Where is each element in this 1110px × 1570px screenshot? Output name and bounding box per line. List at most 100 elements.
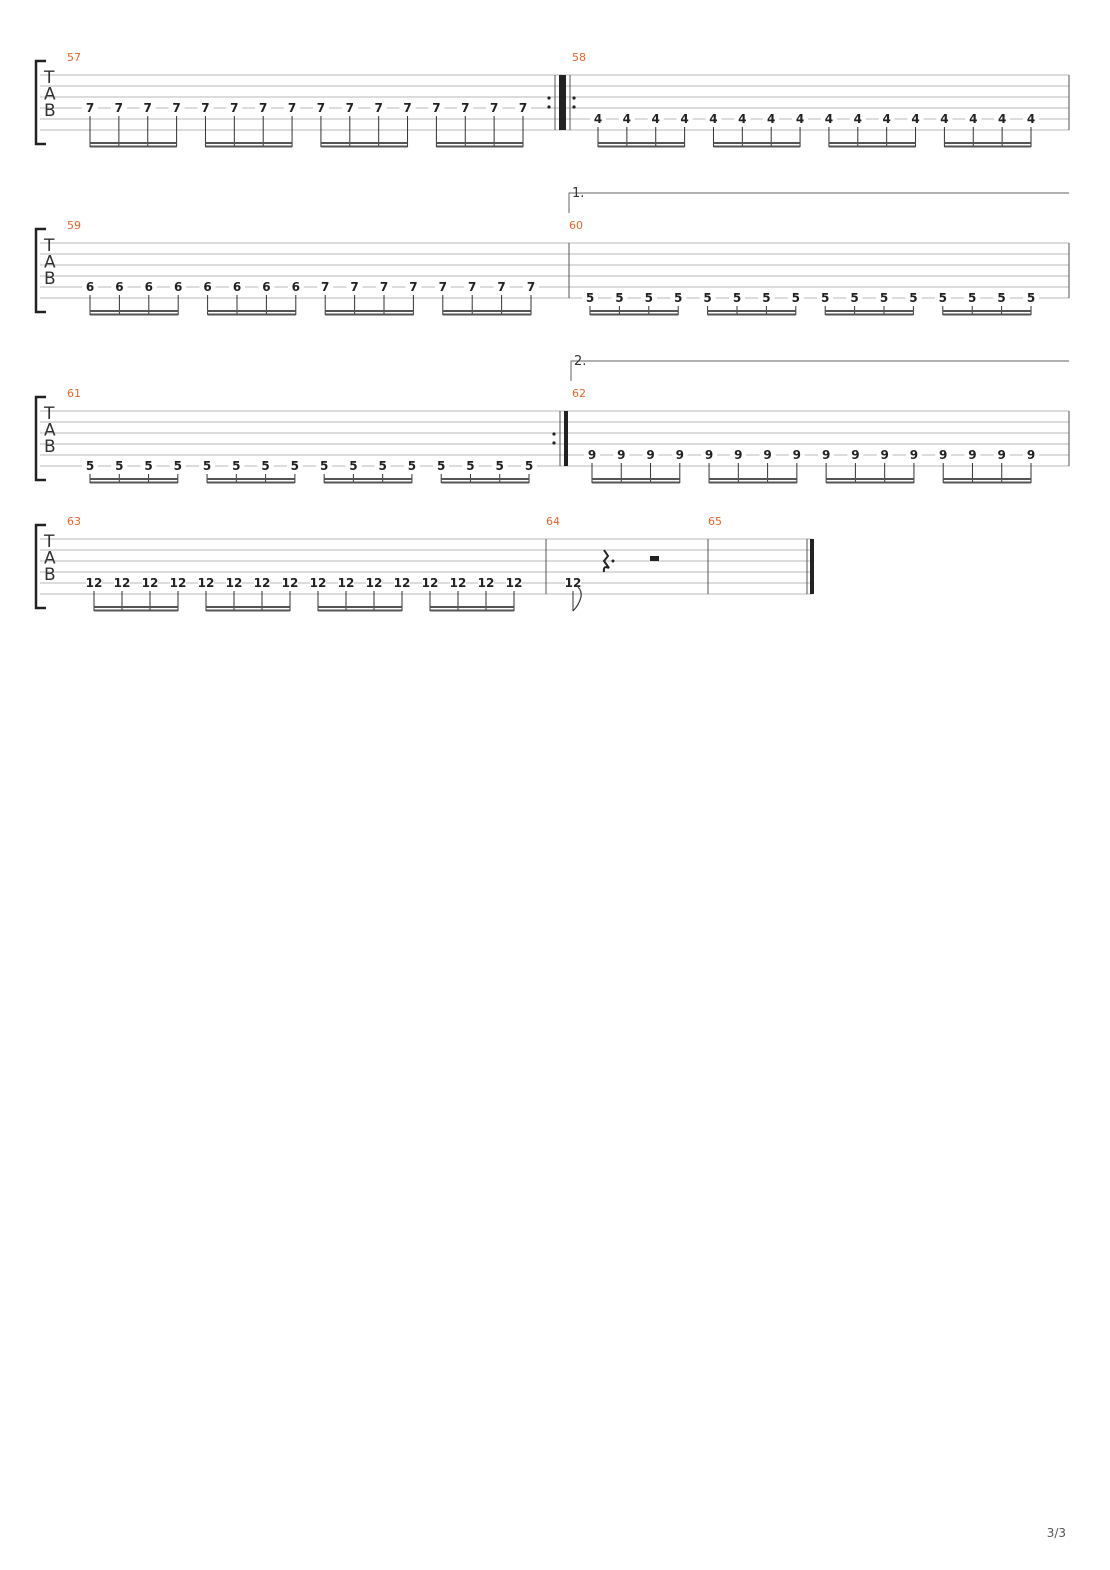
fret-bg bbox=[792, 112, 809, 125]
fret-number: 5 bbox=[466, 459, 474, 473]
fret-number: 9 bbox=[880, 448, 888, 462]
fret-number: 7 bbox=[288, 101, 296, 115]
tab-clef-letter: T bbox=[43, 404, 55, 424]
fret-number: 5 bbox=[792, 291, 800, 305]
tab-clef-letter: B bbox=[44, 269, 56, 289]
fret-number: 5 bbox=[645, 291, 653, 305]
fret-number: 9 bbox=[910, 448, 918, 462]
fret-bg bbox=[198, 576, 214, 589]
fret-bg bbox=[376, 280, 392, 293]
fret-bg bbox=[993, 291, 1010, 304]
fret-bg bbox=[640, 291, 657, 304]
beam-16th bbox=[90, 478, 178, 480]
fret-bg bbox=[478, 576, 494, 589]
volta-label: 1. bbox=[572, 186, 584, 201]
thick-barline bbox=[559, 75, 563, 130]
fret-number: 7 bbox=[527, 280, 535, 294]
fret-number: 5 bbox=[144, 459, 152, 473]
repeat-dot bbox=[572, 96, 576, 100]
beam-16th bbox=[207, 310, 296, 312]
fret-bg bbox=[341, 101, 358, 114]
beam-16th bbox=[207, 481, 295, 484]
fret-bg bbox=[370, 101, 387, 114]
fret-number: 4 bbox=[998, 112, 1006, 126]
fret-number: 5 bbox=[880, 291, 888, 305]
beam-16th bbox=[430, 606, 514, 608]
beam-16th bbox=[90, 481, 178, 484]
fret-number: 7 bbox=[374, 101, 382, 115]
fret-number: 9 bbox=[968, 448, 976, 462]
fret-number: 7 bbox=[497, 280, 505, 294]
fret-number: 7 bbox=[519, 101, 527, 115]
beam-16th bbox=[942, 310, 1031, 312]
measure-number: 62 bbox=[572, 387, 586, 400]
fret-number: 5 bbox=[174, 459, 182, 473]
fret-bg bbox=[169, 459, 186, 472]
tab-clef-letter: B bbox=[44, 101, 56, 121]
fret-bg bbox=[462, 459, 479, 472]
fret-bg bbox=[759, 448, 776, 461]
fret-number: 12 bbox=[114, 576, 131, 590]
half-rest-icon bbox=[650, 556, 659, 561]
beam-16th bbox=[436, 145, 523, 148]
thick-barline bbox=[564, 411, 568, 466]
fret-number: 9 bbox=[676, 448, 684, 462]
fret-number: 4 bbox=[854, 112, 862, 126]
fret-bg bbox=[582, 291, 598, 304]
fret-number: 5 bbox=[586, 291, 594, 305]
beam-16th bbox=[442, 310, 531, 312]
beam-16th bbox=[94, 609, 178, 612]
fret-number: 5 bbox=[261, 459, 269, 473]
beam-16th bbox=[709, 478, 797, 480]
beam-16th bbox=[942, 313, 1031, 316]
fret-bg bbox=[701, 448, 718, 461]
fret-number: 5 bbox=[320, 459, 328, 473]
fret-number: 5 bbox=[378, 459, 386, 473]
fret-bg bbox=[254, 576, 270, 589]
fret-number: 6 bbox=[292, 280, 300, 294]
fret-bg bbox=[670, 291, 687, 304]
fret-number: 7 bbox=[317, 101, 325, 115]
fret-number: 6 bbox=[233, 280, 241, 294]
fret-bg bbox=[110, 101, 127, 114]
fret-bg bbox=[847, 448, 864, 461]
fret-bg bbox=[346, 280, 363, 293]
fret-number: 9 bbox=[793, 448, 801, 462]
tab-clef-letter: A bbox=[44, 421, 56, 441]
tab-clef-letter: T bbox=[43, 532, 55, 552]
fret-bg bbox=[515, 101, 531, 114]
fret-bg bbox=[374, 459, 391, 472]
repeat-dot bbox=[552, 441, 556, 445]
beam-16th bbox=[592, 481, 680, 484]
fret-bg bbox=[521, 459, 537, 472]
fret-number: 9 bbox=[851, 448, 859, 462]
fret-number: 12 bbox=[142, 576, 159, 590]
fret-number: 5 bbox=[437, 459, 445, 473]
quarter-rest-icon bbox=[602, 549, 610, 573]
fret-bg bbox=[140, 280, 157, 293]
measure-number: 64 bbox=[546, 515, 560, 528]
beam-16th bbox=[324, 481, 412, 484]
beam-16th bbox=[713, 145, 801, 148]
fret-bg bbox=[817, 291, 834, 304]
fret-bg bbox=[876, 291, 892, 304]
fret-bg bbox=[255, 101, 272, 114]
tab-clef-letter: A bbox=[44, 253, 56, 273]
fret-number: 5 bbox=[496, 459, 504, 473]
fret-number: 4 bbox=[825, 112, 833, 126]
fret-number: 9 bbox=[763, 448, 771, 462]
fret-bg bbox=[366, 576, 382, 589]
fret-bg bbox=[170, 576, 186, 589]
beam-16th bbox=[828, 142, 916, 144]
fret-bg bbox=[876, 448, 893, 461]
fret-bg bbox=[820, 112, 837, 125]
measure-number: 60 bbox=[569, 219, 583, 232]
fret-bg bbox=[316, 459, 333, 472]
fret-number: 12 bbox=[394, 576, 411, 590]
beam-16th bbox=[707, 313, 796, 316]
fret-number: 6 bbox=[86, 280, 94, 294]
fret-bg bbox=[905, 448, 922, 461]
fret-number: 4 bbox=[767, 112, 775, 126]
fret-number: 4 bbox=[882, 112, 890, 126]
fret-number: 7 bbox=[432, 101, 440, 115]
